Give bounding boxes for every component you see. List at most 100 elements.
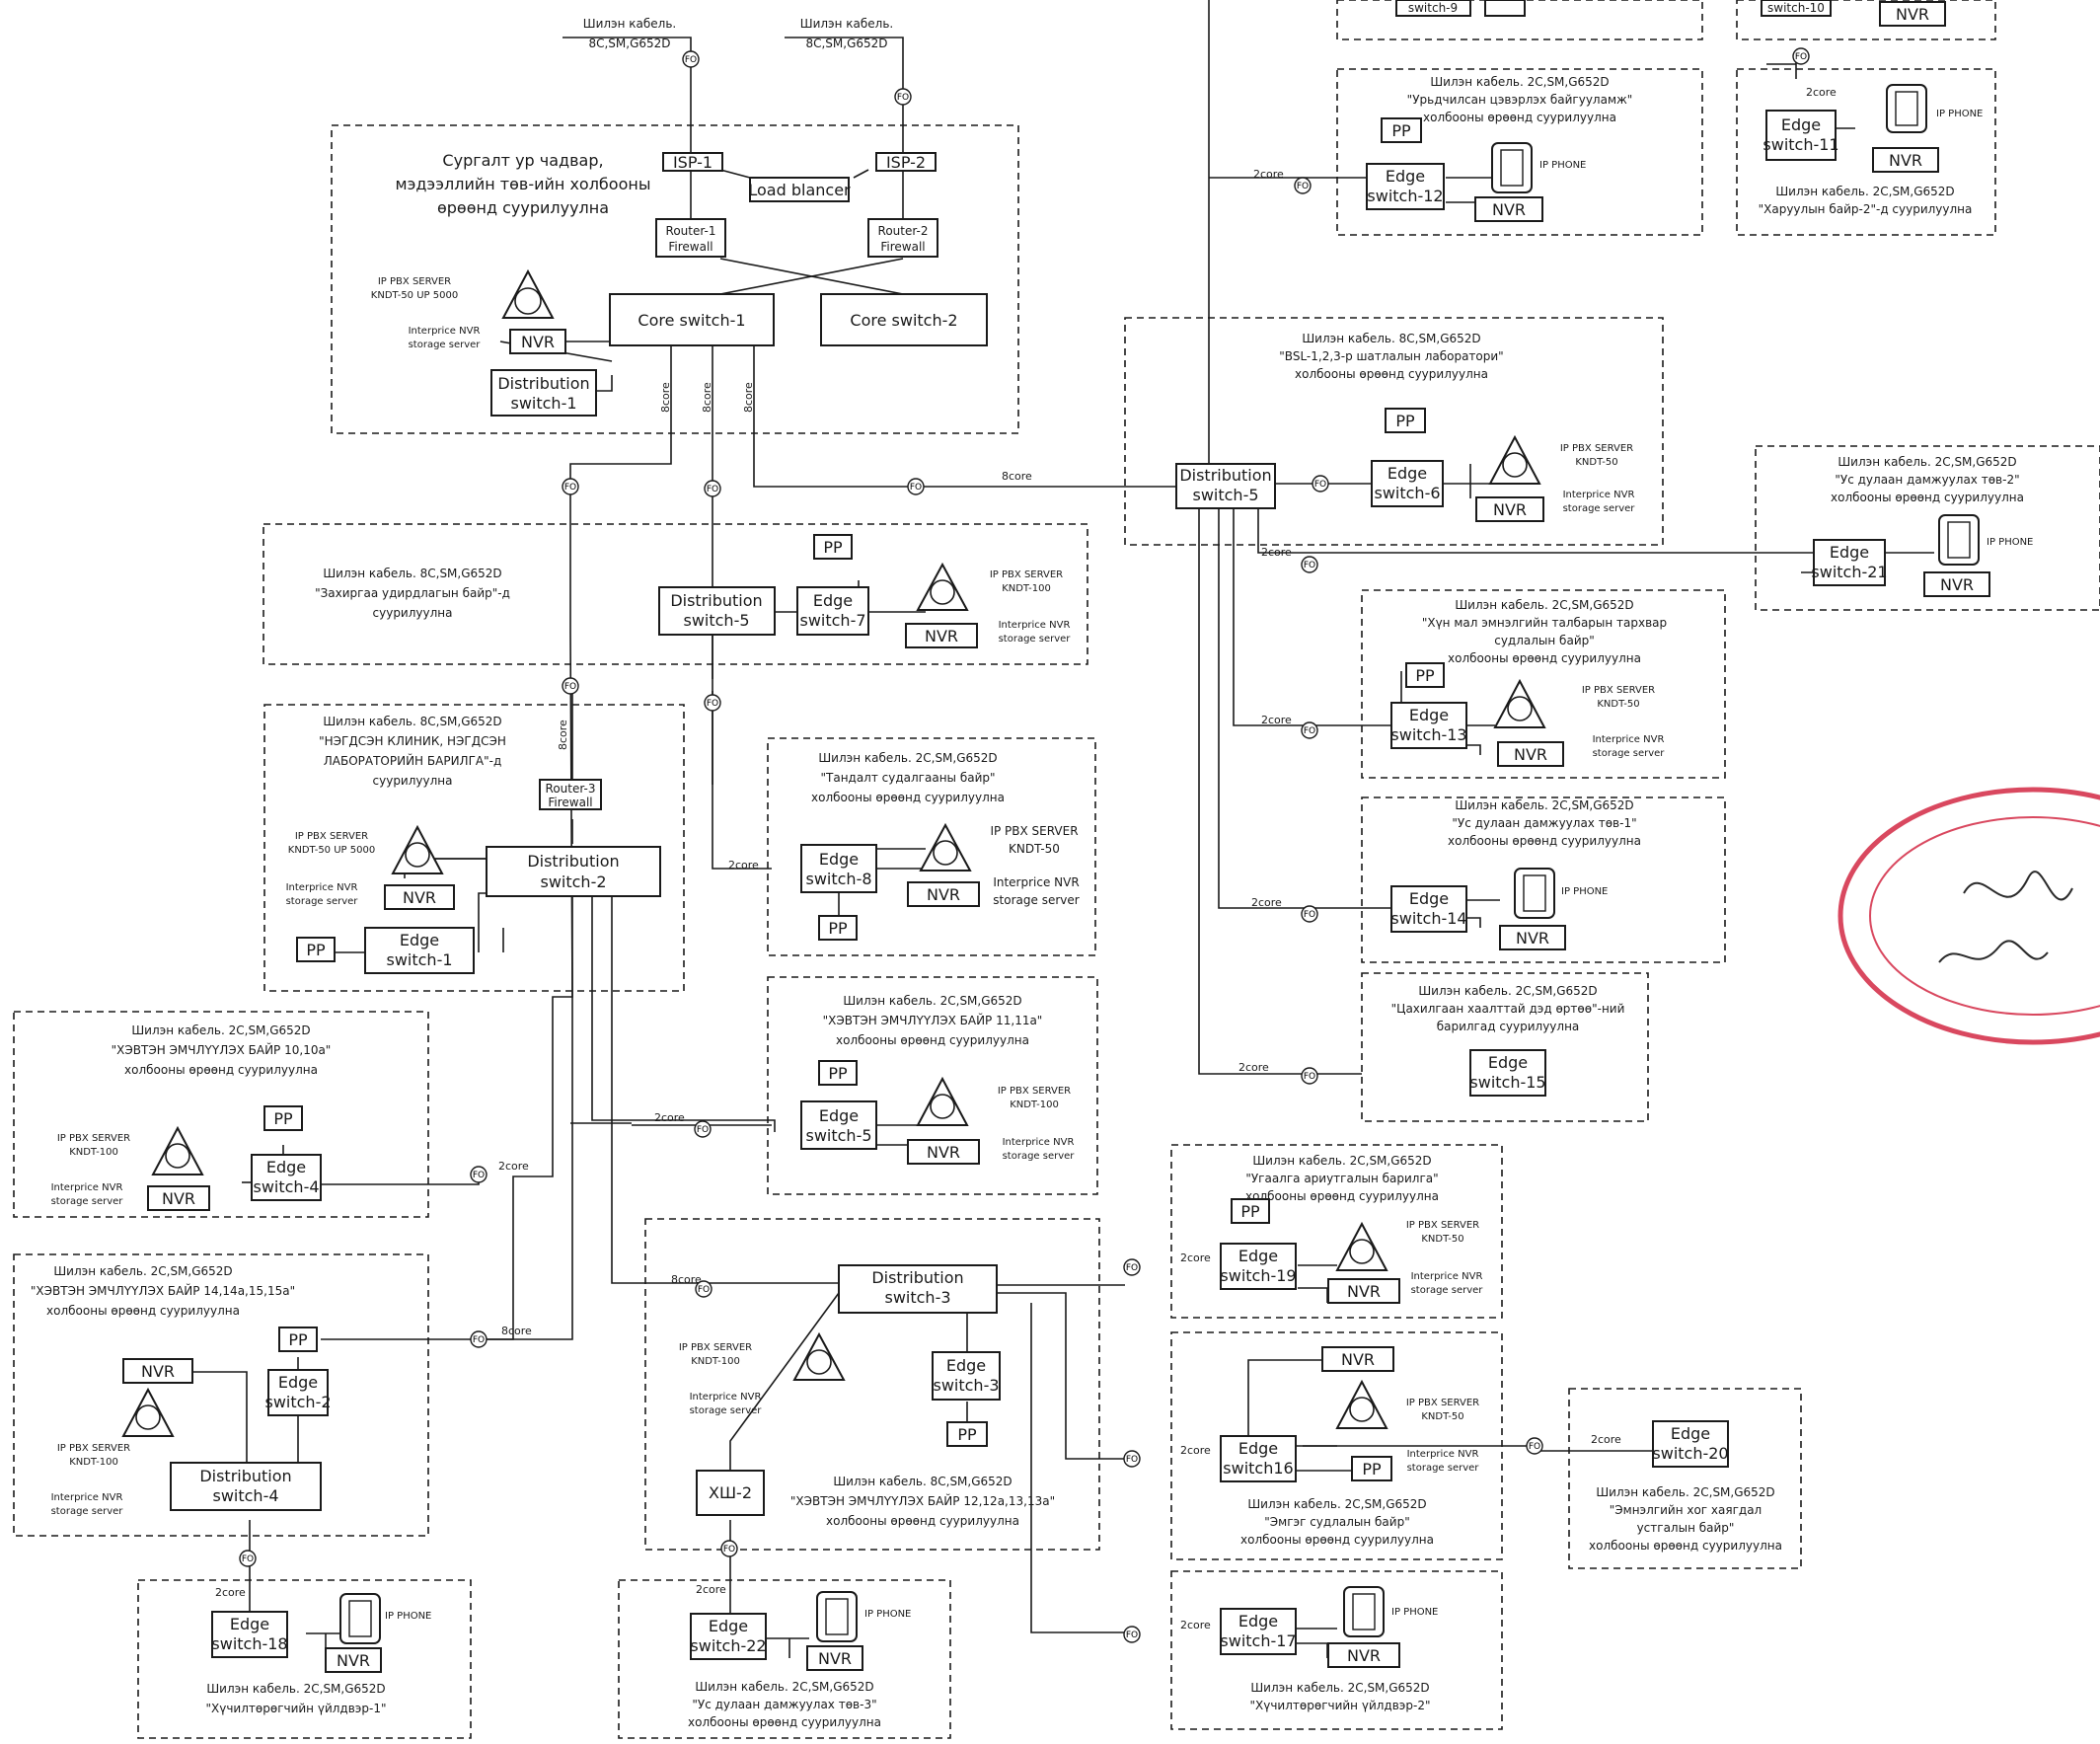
hsh-2-box[interactable] xyxy=(696,1470,765,1516)
fo-connector: FO xyxy=(694,1120,712,1138)
zone-gen-2: 2core Edge switch-17 IP PHONE NVR Шилэн … xyxy=(1180,1586,1438,1712)
bsl-pp-box[interactable] xyxy=(1385,408,1426,433)
router-2-box[interactable] xyxy=(867,218,938,258)
edge-switch-7-box[interactable] xyxy=(796,586,869,636)
emeg-pp-box[interactable] xyxy=(1351,1456,1392,1481)
dorm14-pbx-1: IP PBX SERVER xyxy=(57,1443,130,1454)
dorm12-edge-line1: Edge xyxy=(946,1356,986,1375)
load-balancer-box[interactable] xyxy=(749,177,850,202)
dorm14-nvr-box[interactable] xyxy=(122,1358,193,1384)
edge-switch-11-box[interactable] xyxy=(1765,110,1837,161)
dorm11-nvr-box[interactable] xyxy=(907,1139,980,1165)
mal-pp-box[interactable] xyxy=(1405,662,1445,688)
router-3-box[interactable] xyxy=(539,779,602,810)
hog-text-1: Шилэн кабель. 2C,SM,G652D xyxy=(1596,1485,1774,1499)
dist-switch-2-box[interactable] xyxy=(486,846,661,897)
tandalt-nvr-box[interactable] xyxy=(907,881,980,907)
edge-switch-4-line2: switch-4 xyxy=(253,1177,319,1196)
us2-nvr-box[interactable] xyxy=(1923,571,1990,597)
tandalt-pp-box[interactable] xyxy=(818,915,858,941)
clinic-pbx-2: KNDT-50 UP 5000 xyxy=(288,845,375,856)
clinic-edge-switch-1-box[interactable] xyxy=(364,927,475,974)
uragsh-nvr-box[interactable] xyxy=(1474,196,1543,222)
svg-text:FO: FO xyxy=(697,1125,709,1135)
core-zone-title-2: мэдээллийн төв-ийн холбооны xyxy=(396,175,651,193)
fo-connector: FO xyxy=(470,1166,488,1183)
clinic-pp-box[interactable] xyxy=(296,937,336,962)
clinic-nvr-note-2: storage server xyxy=(286,896,359,907)
us3-nvr-box[interactable] xyxy=(806,1645,863,1671)
core-nvr-box[interactable] xyxy=(509,329,566,354)
gen1-nvr-box[interactable] xyxy=(325,1647,382,1673)
dist-switch-5b-box[interactable] xyxy=(1175,463,1276,509)
dorm10-pp-box[interactable] xyxy=(263,1105,303,1131)
zahirgaa-dist-box[interactable] xyxy=(658,586,776,636)
core-switch-1-box[interactable] xyxy=(609,293,775,346)
fo-connector: FO xyxy=(562,478,579,495)
edge-switch-19-box[interactable] xyxy=(1220,1243,1297,1290)
gen2-nvr-box[interactable] xyxy=(1327,1642,1400,1668)
ugaalga-pp-box[interactable] xyxy=(1231,1198,1270,1224)
dorm10-nvr-box[interactable] xyxy=(147,1185,210,1211)
switch-9-box[interactable] xyxy=(1395,0,1471,17)
edge-switch-15-box[interactable] xyxy=(1469,1049,1546,1097)
edge-switch-11-line2: switch-11 xyxy=(1762,135,1838,154)
zone-tandalt: Шилэн кабель. 2C,SM,G652D "Тандалт судал… xyxy=(728,751,1080,941)
edge-switch-17-box[interactable] xyxy=(1220,1608,1297,1655)
edge-switch-20-box[interactable] xyxy=(1652,1420,1729,1468)
top-nvr-box[interactable] xyxy=(1879,1,1946,27)
edge-switch-7-line1: Edge xyxy=(813,591,853,610)
zahirgaa-nvr-box[interactable] xyxy=(905,623,978,648)
dist-switch-1-box[interactable] xyxy=(490,369,597,417)
edge-switch-4-box[interactable] xyxy=(251,1154,322,1201)
svg-text:FO: FO xyxy=(1314,480,1326,490)
zone-dorm-10: Шилэн кабель. 2C,SM,G652D "ХЭВТЭН ЭМЧЛҮҮ… xyxy=(51,1024,529,1211)
isp-2-box[interactable] xyxy=(875,152,937,172)
emeg-nvr-box[interactable] xyxy=(1321,1346,1394,1372)
dist-switch-4-line2: switch-4 xyxy=(212,1486,278,1505)
tandalt-pp-label: PP xyxy=(828,919,848,938)
us3-nvr-label: NVR xyxy=(818,1649,852,1668)
haruul-nvr-box[interactable] xyxy=(1872,147,1939,173)
edge-switch-18-box[interactable] xyxy=(211,1611,288,1658)
dorm12-edge-switch-3-box[interactable] xyxy=(932,1351,1001,1401)
edge-switch-5-box[interactable] xyxy=(800,1100,877,1150)
edge-switch-16-box[interactable] xyxy=(1220,1435,1297,1482)
ugaalga-nvr-box[interactable] xyxy=(1327,1278,1400,1304)
gen1-phone-label: IP PHONE xyxy=(385,1611,431,1622)
dorm11-pp-box[interactable] xyxy=(818,1060,858,1086)
router-1-box[interactable] xyxy=(655,218,726,258)
dorm10-pp-label: PP xyxy=(273,1109,293,1128)
dorm14-edge-switch-2-box[interactable] xyxy=(267,1369,329,1416)
us1-nvr-box[interactable] xyxy=(1499,925,1566,950)
core-uplink-label-1: 8core xyxy=(659,382,672,413)
zones xyxy=(13,0,2100,1739)
edge-switch-8-box[interactable] xyxy=(800,844,877,893)
clinic-nvr-box[interactable] xyxy=(384,884,455,910)
core-switch-2-box[interactable] xyxy=(820,293,988,346)
us3-link-label: 2core xyxy=(696,1583,726,1596)
dist-switch-3-box[interactable] xyxy=(838,1264,998,1314)
zahirgaa-pp-box[interactable] xyxy=(813,534,853,560)
dorm12-link-label: 8core xyxy=(671,1273,702,1286)
switch-10-box[interactable] xyxy=(1761,0,1832,17)
edge-switch-22-box[interactable] xyxy=(690,1613,767,1660)
edge-switch-21-box[interactable] xyxy=(1813,539,1886,586)
bsl-nvr-box[interactable] xyxy=(1475,496,1544,522)
dorm14-nvr-label: NVR xyxy=(141,1362,175,1381)
edge-switch-12-box[interactable] xyxy=(1366,163,1445,210)
uragsh-pp-box[interactable] xyxy=(1381,117,1422,143)
switch-9-label: switch-9 xyxy=(1408,1,1458,15)
zone-top-partial: switch-9 switch-10 NVR xyxy=(1395,0,1946,27)
isp-1-box[interactable] xyxy=(662,152,723,172)
dorm12-pp-box[interactable] xyxy=(946,1421,988,1447)
edge-switch-18-line2: switch-18 xyxy=(211,1634,287,1653)
mal-nvr-box[interactable] xyxy=(1497,741,1564,767)
edge-switch-6-box[interactable] xyxy=(1371,460,1444,507)
dorm14-pp-box[interactable] xyxy=(278,1327,318,1352)
edge-switch-13-box[interactable] xyxy=(1390,702,1467,749)
fo-connector: FO xyxy=(239,1550,257,1567)
zone-emeg: NVR IP PBX SERVER KNDT-50 Interprice NVR… xyxy=(1180,1346,1479,1547)
edge-switch-14-box[interactable] xyxy=(1390,885,1467,933)
dist-switch-4-box[interactable] xyxy=(170,1462,322,1511)
